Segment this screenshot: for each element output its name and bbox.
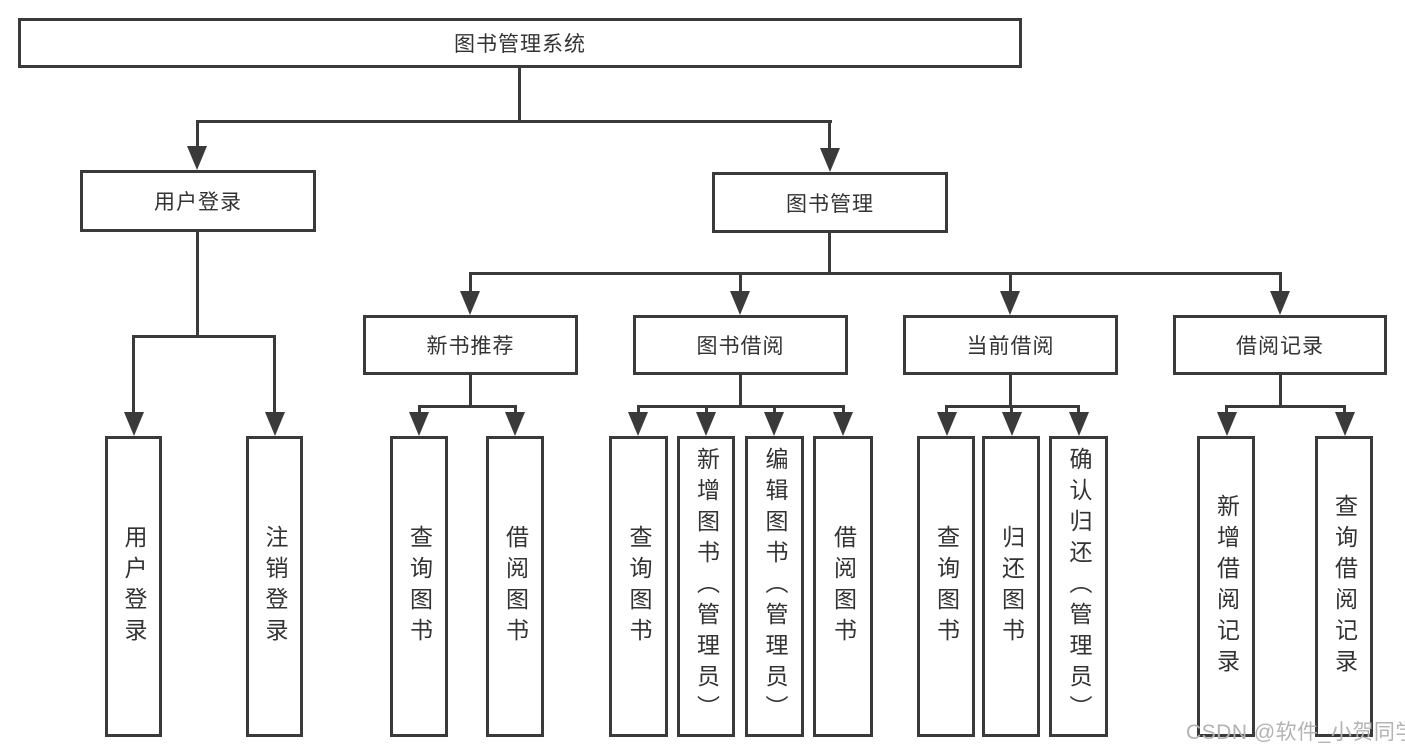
connector-line	[132, 335, 276, 338]
arrow-down-icon	[1002, 412, 1022, 436]
leaf-add-books-admin: 新增图书（管理员）	[677, 436, 735, 737]
arrow-down-icon	[820, 148, 840, 172]
arrow-down-icon	[764, 412, 784, 436]
arrow-down-icon	[1335, 412, 1355, 436]
connector-line	[1009, 272, 1012, 297]
leaf-query-books-2: 查询图书	[609, 436, 668, 737]
arrow-down-icon	[1217, 412, 1237, 436]
arrow-down-icon	[937, 412, 957, 436]
connector-line	[739, 272, 742, 297]
arrow-down-icon	[1069, 412, 1089, 436]
arrow-down-icon	[1270, 291, 1290, 315]
arrow-down-icon	[505, 412, 525, 436]
leaf-borrow-books-1: 借阅图书	[486, 436, 544, 737]
arrow-down-icon	[628, 412, 648, 436]
leaf-query-books-3: 查询图书	[917, 436, 975, 737]
connector-line	[196, 120, 199, 152]
connector-line	[1279, 375, 1282, 408]
connector-line	[637, 405, 640, 417]
node-book-borrow: 图书借阅	[633, 315, 848, 375]
leaf-query-books-1: 查询图书	[390, 436, 448, 737]
connector-line	[637, 405, 845, 408]
node-book-management: 图书管理	[712, 172, 948, 233]
connector-line	[945, 405, 948, 417]
arrow-down-icon	[265, 412, 285, 436]
leaf-user-login: 用户登录	[105, 436, 162, 737]
connector-line	[1077, 405, 1080, 417]
connector-line	[739, 375, 742, 408]
connector-line	[469, 375, 472, 408]
connector-line	[418, 405, 517, 408]
connector-line	[1010, 405, 1013, 417]
connector-line	[828, 120, 831, 154]
connector-line	[469, 272, 472, 297]
connector-line	[842, 405, 845, 417]
connector-line	[1225, 405, 1228, 417]
connector-line	[1009, 375, 1012, 408]
csdn-watermark: CSDN @软件_小贺同学	[1186, 721, 1405, 744]
arrow-down-icon	[124, 412, 144, 436]
connector-line	[469, 272, 1282, 275]
arrow-down-icon	[1000, 291, 1020, 315]
connector-line	[705, 405, 708, 417]
arrow-down-icon	[696, 412, 716, 436]
leaf-confirm-return-admin: 确认归还（管理员）	[1049, 436, 1108, 737]
arrow-down-icon	[833, 412, 853, 436]
connector-line	[196, 232, 199, 338]
connector-line	[1279, 272, 1282, 297]
node-root: 图书管理系统	[18, 18, 1022, 68]
connector-line	[514, 405, 517, 417]
connector-line	[418, 405, 421, 417]
connector-line	[132, 335, 135, 417]
connector-line	[518, 68, 521, 123]
connector-line	[1225, 405, 1346, 408]
node-borrow-records: 借阅记录	[1173, 315, 1387, 375]
connector-line	[828, 233, 831, 275]
node-new-book-recommend: 新书推荐	[363, 315, 578, 375]
connector-line	[196, 120, 832, 123]
leaf-edit-books-admin: 编辑图书（管理员）	[745, 436, 804, 737]
connector-line	[1343, 405, 1346, 417]
node-user-login: 用户登录	[80, 170, 316, 232]
leaf-logout: 注销登录	[246, 436, 303, 737]
leaf-query-borrow-record: 查询借阅记录	[1315, 436, 1373, 737]
leaf-add-borrow-record: 新增借阅记录	[1197, 436, 1255, 737]
connector-line	[773, 405, 776, 417]
leaf-borrow-books-2: 借阅图书	[813, 436, 873, 737]
connector-line	[273, 335, 276, 417]
node-current-borrow: 当前借阅	[903, 315, 1118, 375]
leaf-return-books: 归还图书	[982, 436, 1040, 737]
arrow-down-icon	[187, 146, 207, 170]
arrow-down-icon	[409, 412, 429, 436]
arrow-down-icon	[730, 291, 750, 315]
arrow-down-icon	[460, 291, 480, 315]
